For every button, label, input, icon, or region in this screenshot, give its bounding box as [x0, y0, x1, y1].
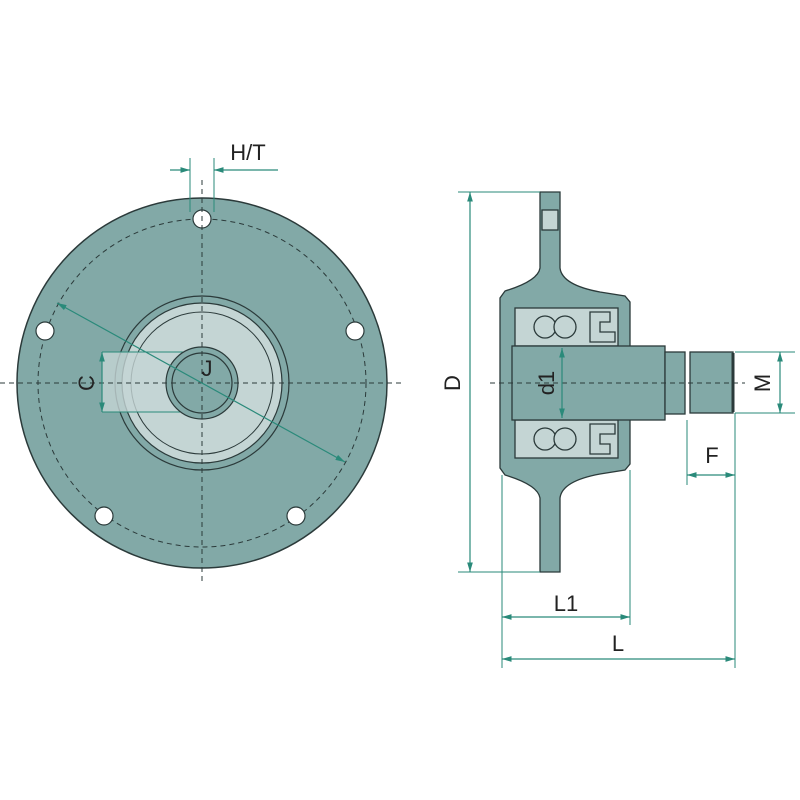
side-view — [490, 191, 745, 573]
flange-marker — [541, 209, 559, 231]
label-c: C — [74, 375, 99, 391]
diameter-dimension-line — [56, 302, 346, 463]
bolt-hole — [94, 506, 114, 526]
bolt-holes — [35, 209, 365, 526]
label-m: M — [750, 374, 775, 392]
bolt-hole — [35, 321, 55, 341]
seal-top — [589, 311, 616, 343]
front-view: C J H/T — [0, 140, 405, 585]
label-l1: L1 — [554, 591, 578, 616]
label-l: L — [612, 631, 624, 656]
label-d1: d1 — [534, 371, 559, 395]
side-dimensions — [458, 191, 795, 668]
label-f: F — [705, 443, 718, 468]
bearing-ball — [533, 427, 557, 451]
seal-bottom — [589, 423, 616, 455]
label-d: D — [440, 375, 465, 391]
label-j: J — [202, 356, 213, 381]
label-ht: H/T — [230, 140, 265, 165]
bearing-ball — [533, 315, 557, 339]
bolt-hole — [345, 321, 365, 341]
bearing-ball — [553, 427, 577, 451]
bearing-ball — [553, 315, 577, 339]
bolt-hole — [286, 506, 306, 526]
